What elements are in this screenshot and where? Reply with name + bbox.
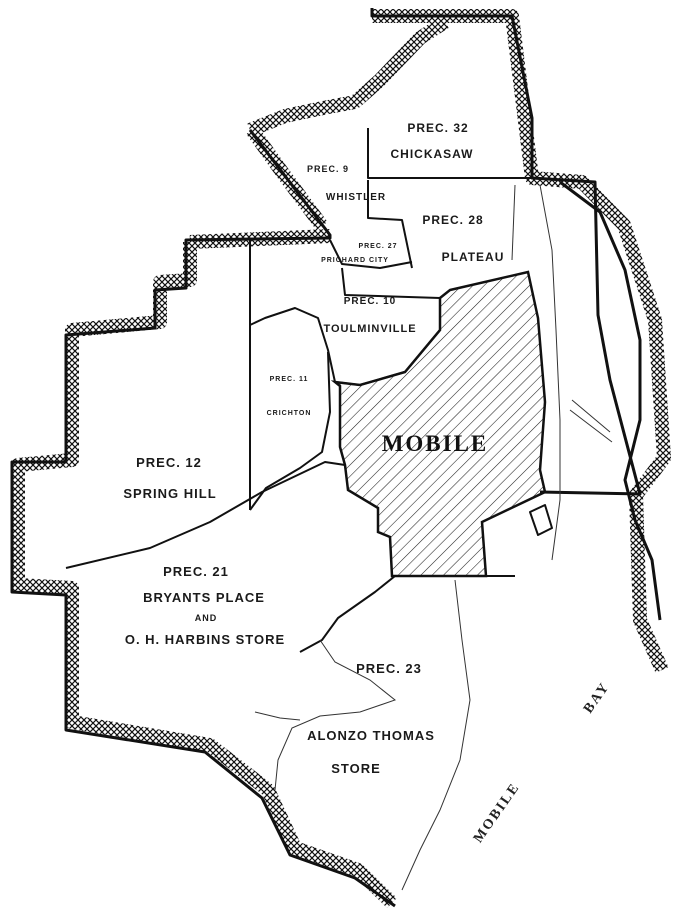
mobile-bay-word2: BAY <box>581 680 613 717</box>
prec-21-line3: O. H. HARBINS STORE <box>125 632 285 647</box>
prec-27-number: PREC. 27 <box>358 243 397 250</box>
prec-21-number: PREC. 21 <box>163 564 229 579</box>
prec-12-name: SPRING HILL <box>123 486 216 501</box>
river-east <box>539 184 561 561</box>
prec-9-name: WHISTLER <box>326 192 386 203</box>
river-west-side <box>511 184 516 261</box>
prec-11-name: CRICHTON <box>267 410 312 417</box>
north-hatch-band <box>247 16 449 137</box>
prec-32-name: CHICKASAW <box>391 147 474 161</box>
west-hatch-band <box>11 242 397 909</box>
mobile-bay-word1: MOBILE <box>471 780 523 846</box>
line-whistler-plateau <box>367 180 413 269</box>
prec-27-name: PRICHARD CITY <box>321 257 389 264</box>
prec-21-line2: AND <box>195 613 218 623</box>
prec-28-name: PLATEAU <box>442 250 505 264</box>
prec-23-line1: ALONZO THOMAS <box>307 728 435 743</box>
line-precinct-21-23 <box>299 575 396 653</box>
prec-28-number: PREC. 28 <box>422 213 483 227</box>
prec-23-number: PREC. 23 <box>356 661 422 676</box>
creek-branch <box>254 711 301 721</box>
prec-32-number: PREC. 32 <box>407 121 468 135</box>
river-south <box>401 579 471 891</box>
bay-inlet <box>569 399 613 443</box>
prec-10-name: TOULMINVILLE <box>323 323 416 335</box>
prec-9-number: PREC. 9 <box>307 164 349 174</box>
prec-11-number: PREC. 11 <box>270 376 309 383</box>
line-prichard <box>329 239 413 269</box>
mobile-city-label: MOBILE <box>382 431 489 456</box>
line-toulminville <box>249 267 441 386</box>
county-boundary <box>370 8 642 496</box>
east-bay-shore <box>559 180 662 621</box>
prec-23-line2: STORE <box>331 761 381 776</box>
prec-12-number: PREC. 12 <box>136 455 202 470</box>
prec-10-number: PREC. 10 <box>344 296 396 307</box>
west-boundary <box>10 129 396 908</box>
prec-21-line1: BRYANTS PLACE <box>143 590 265 605</box>
outer-hatch-band <box>372 9 671 673</box>
line-chickasaw-south <box>367 128 538 179</box>
island-1 <box>529 504 553 536</box>
line-spring-hill-south <box>65 461 346 569</box>
creek-winding <box>274 639 397 791</box>
